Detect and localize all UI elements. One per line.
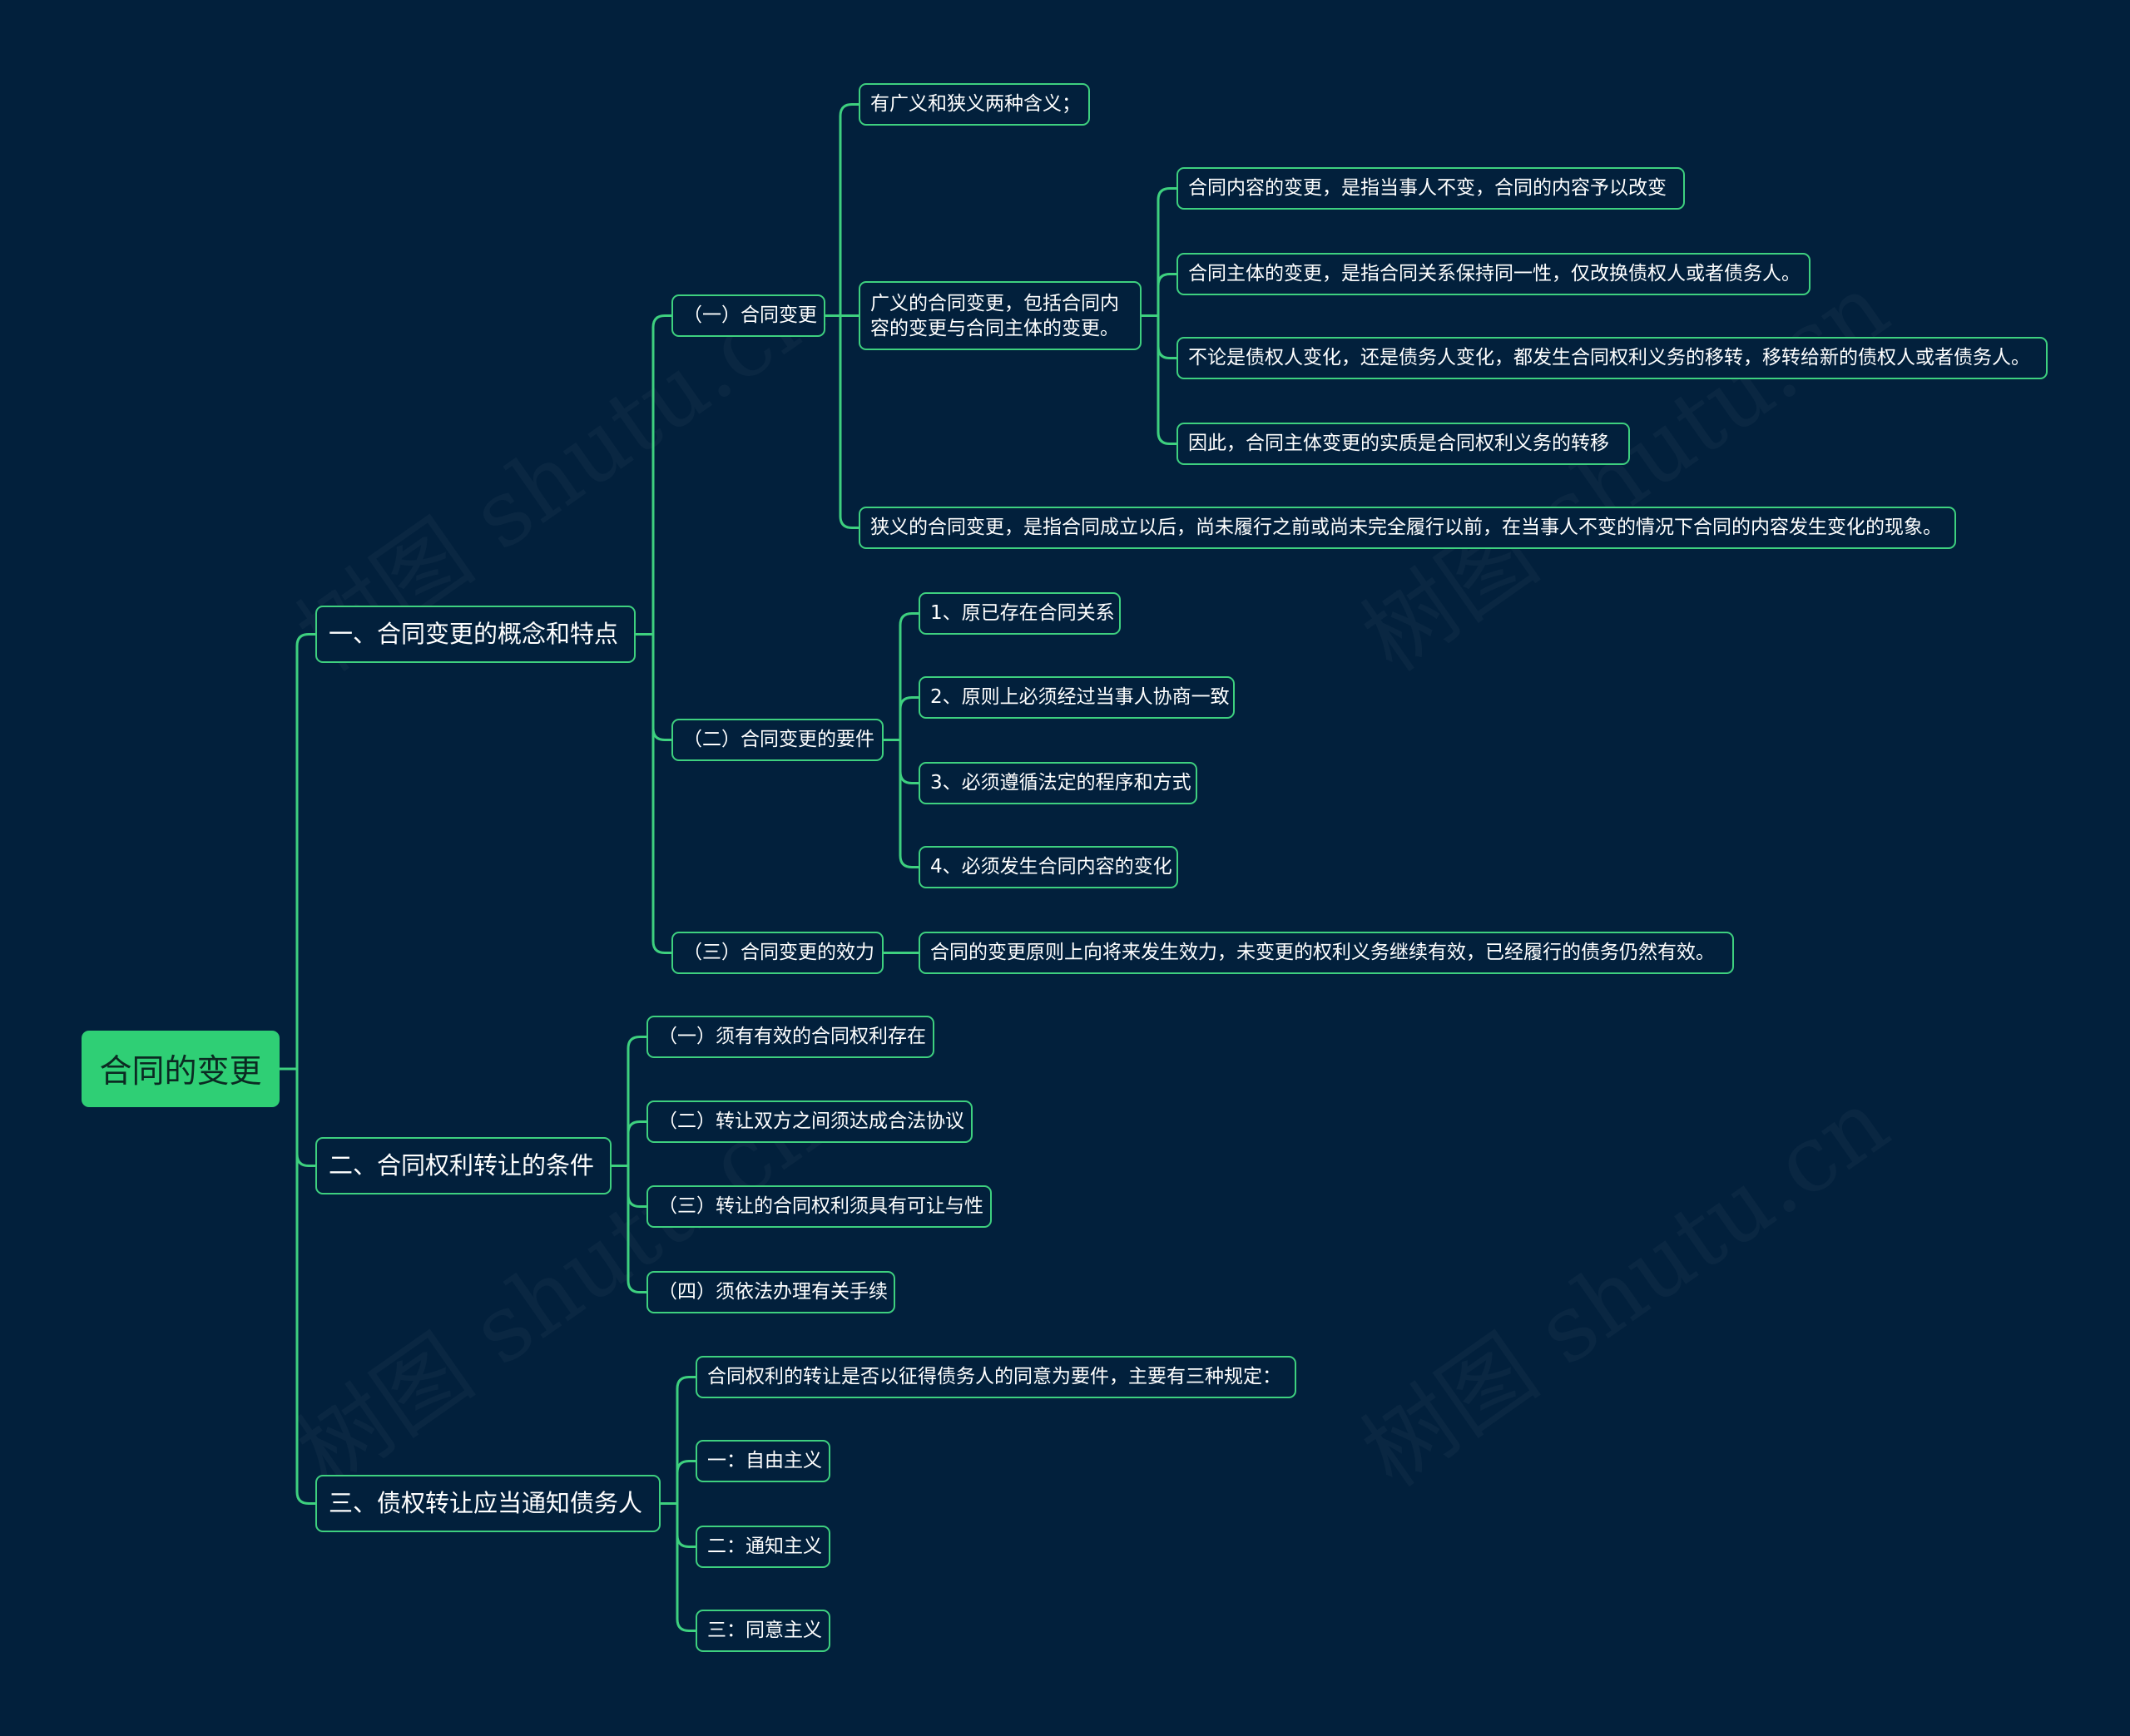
subtopic-change-effect[interactable]: （三）合同变更的效力	[671, 932, 884, 974]
list-item[interactable]: 1、原已存在合同关系	[919, 592, 1121, 635]
connector-line	[636, 314, 671, 636]
list-item[interactable]: 不论是债权人变化，还是债务人变化，都发生合同权利义务的移转，移转给新的债权人或者…	[1176, 337, 2048, 379]
list-item[interactable]: 二：通知主义	[696, 1526, 830, 1568]
connector-line	[612, 1165, 646, 1293]
connector-line	[612, 1036, 646, 1167]
list-item[interactable]: （三）转让的合同权利须具有可让与性	[646, 1185, 992, 1228]
connector-line	[884, 612, 919, 741]
list-item[interactable]: 狭义的合同变更，是指合同成立以后，尚未履行之前或尚未完全履行以前，在当事人不变的…	[859, 507, 1956, 549]
connector-line	[661, 1376, 696, 1505]
topic-notify-debtor[interactable]: 三、债权转让应当通知债务人	[315, 1475, 661, 1532]
list-item[interactable]: 合同权利的转让是否以征得债务人的同意为要件，主要有三种规定：	[696, 1356, 1296, 1398]
connector-line	[884, 696, 919, 741]
connector-line	[661, 1460, 696, 1505]
topic-transfer-conditions[interactable]: 二、合同权利转让的条件	[315, 1137, 612, 1194]
connector-line	[612, 1120, 646, 1167]
connector-line	[825, 314, 859, 529]
list-item[interactable]: 2、原则上必须经过当事人协商一致	[919, 676, 1235, 719]
connector-line	[280, 633, 315, 1071]
connector-line	[884, 739, 919, 868]
list-item[interactable]: 三：同意主义	[696, 1610, 830, 1652]
list-item[interactable]: 合同内容的变更，是指当事人不变，合同的内容予以改变	[1176, 167, 1685, 210]
list-item[interactable]: （四）须依法办理有关手续	[646, 1271, 895, 1313]
topic-concept-features[interactable]: 一、合同变更的概念和特点	[315, 606, 636, 663]
root-node[interactable]: 合同的变更	[82, 1031, 280, 1107]
list-item[interactable]: 一：自由主义	[696, 1440, 830, 1482]
list-item-broad-change[interactable]: 广义的合同变更，包括合同内容的变更与合同主体的变更。	[859, 281, 1142, 350]
list-item[interactable]: 合同的变更原则上向将来发生效力，未变更的权利义务继续有效，已经履行的债务仍然有效…	[919, 932, 1734, 974]
subtopic-change-requirements[interactable]: （二）合同变更的要件	[671, 719, 884, 761]
connector-line	[636, 633, 671, 954]
list-item[interactable]: 合同主体的变更，是指合同关系保持同一性，仅改换债权人或者债务人。	[1176, 253, 1810, 295]
list-item[interactable]: 因此，合同主体变更的实质是合同权利义务的转移	[1176, 423, 1630, 465]
connector-line	[661, 1502, 696, 1632]
connector-line	[1142, 314, 1176, 445]
list-item[interactable]: 3、必须遵循法定的程序和方式	[919, 762, 1197, 804]
list-item[interactable]: （二）转让双方之间须达成合法协议	[646, 1100, 973, 1143]
subtopic-contract-change[interactable]: （一）合同变更	[671, 294, 825, 337]
connector-line	[280, 1067, 315, 1505]
list-item[interactable]: 4、必须发生合同内容的变化	[919, 846, 1178, 888]
connector-line	[1142, 187, 1176, 317]
list-item[interactable]: （一）须有有效的合同权利存在	[646, 1016, 934, 1058]
list-item[interactable]: 有广义和狭义两种含义；	[859, 83, 1090, 126]
connector-line	[825, 103, 859, 317]
connector-line	[1142, 273, 1176, 317]
